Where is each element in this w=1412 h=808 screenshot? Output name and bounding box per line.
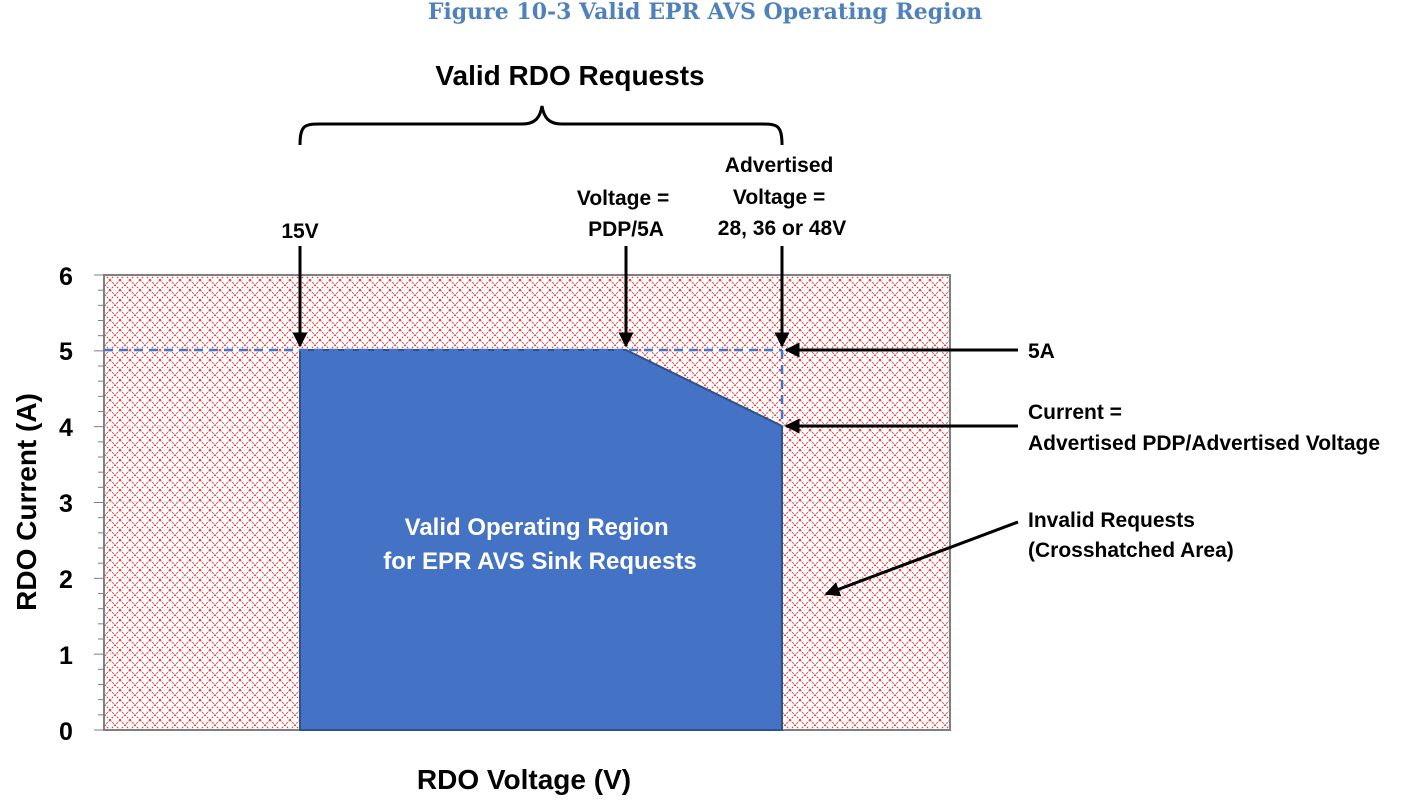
advertised-voltage-label-line: Voltage = (733, 186, 825, 209)
y-tick-label: 0 (59, 718, 73, 746)
figure-caption: Figure 10-3 Valid EPR AVS Operating Regi… (428, 0, 982, 25)
y-tick-label: 4 (59, 414, 73, 442)
current-equation-label-line: Advertised PDP/Advertised Voltage (1028, 432, 1380, 455)
advertised-voltage-label-line: 28, 36 or 48V (718, 217, 846, 240)
five-amp-label: 5A (1028, 340, 1055, 363)
y-tick-label: 1 (59, 642, 73, 670)
valid-rdo-requests-label: Valid RDO Requests (435, 60, 704, 91)
current-equation-label: Current = Advertised PDP/Advertised Volt… (1028, 401, 1380, 455)
valid-region-label-line: Valid Operating Region (405, 514, 669, 541)
valid-range-brace (298, 105, 784, 146)
invalid-requests-label-line: Invalid Requests (1028, 509, 1195, 532)
y-minor-ticks (94, 274, 104, 731)
y-tick-label: 3 (59, 490, 73, 518)
y-axis-label: RDO Current (A) (11, 393, 42, 611)
y-tick-label: 6 (59, 263, 73, 291)
y-tick-labels: 0 1 2 3 4 5 6 (59, 263, 73, 746)
y-tick-label: 2 (59, 566, 73, 594)
valid-region-label: Valid Operating Region for EPR AVS Sink … (383, 514, 696, 575)
valid-region-label-line: for EPR AVS Sink Requests (383, 548, 696, 575)
pdp-voltage-label-line: PDP/5A (588, 218, 664, 241)
advertised-voltage-label-line: Advertised (725, 154, 834, 177)
invalid-requests-arrow (824, 520, 1019, 597)
invalid-requests-label: Invalid Requests (Crosshatched Area) (1028, 509, 1234, 562)
advertised-voltage-label: Advertised Voltage = 28, 36 or 48V (718, 154, 846, 240)
y-tick-label: 5 (59, 338, 73, 366)
x-axis-label: RDO Voltage (V) (417, 764, 631, 795)
invalid-requests-label-line: (Crosshatched Area) (1028, 539, 1234, 562)
current-equation-label-line: Current = (1028, 401, 1122, 424)
pdp-voltage-label-line: Voltage = (577, 187, 669, 210)
fifteen-volt-label: 15V (281, 220, 318, 243)
pdp-voltage-label: Voltage = PDP/5A (577, 187, 675, 241)
